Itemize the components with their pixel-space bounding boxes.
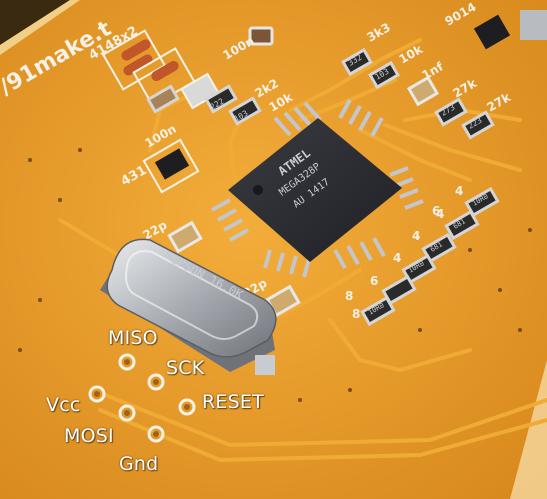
silk-led-label-3: 4 [412,229,420,243]
isp-pad-mosi [118,404,136,422]
silk-led-label-7: 8 [345,289,353,303]
silk-led-label-1: 4 [455,184,463,198]
crystal [100,238,277,375]
isp-pad-gnd [147,425,165,443]
silk-led-label-5: 6 [432,204,440,218]
isp-header [88,353,196,443]
label-vcc: Vcc [46,394,81,416]
board-edge-right [510,360,547,499]
silk-led-label-2: 4 [436,207,444,221]
label-sck: SCK [166,357,205,379]
microcontroller [211,99,424,278]
label-miso: MISO [108,327,158,349]
silk-led-label-6: 6 [370,274,378,288]
label-reset: RESET [202,391,264,413]
label-gnd: Gnd [119,453,159,475]
isp-pad-vcc [88,385,106,403]
vias [18,148,532,402]
diode-group [101,29,196,107]
regulator [142,138,200,194]
resistor-array [360,186,500,327]
smd-parts-top-right [341,10,547,140]
board-edge [0,0,80,55]
silk-led-label-8: 8 [352,307,360,321]
silk-led-label-4: 4 [393,251,401,265]
label-mosi: MOSI [64,425,114,447]
isp-pad-miso [118,353,136,371]
isp-pad-sck [147,373,165,391]
isp-pad-reset [178,398,196,416]
smd-parts-top [146,26,274,126]
